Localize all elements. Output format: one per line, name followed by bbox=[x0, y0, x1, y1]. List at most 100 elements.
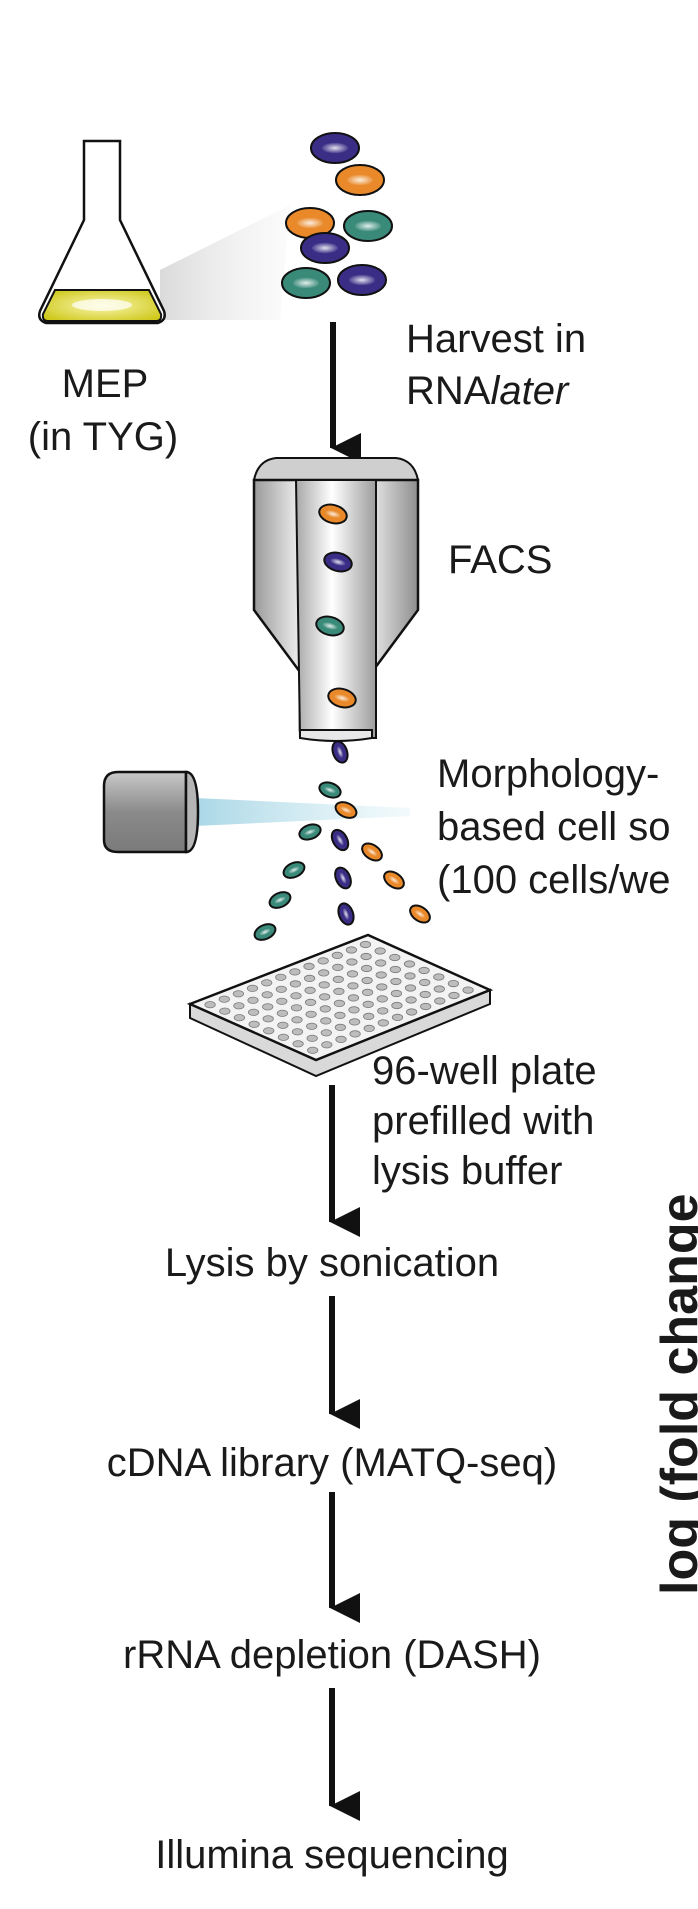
plate-well bbox=[374, 947, 386, 955]
camera bbox=[102, 770, 200, 854]
funnel-top-ring bbox=[252, 457, 420, 481]
plate-well bbox=[363, 1012, 375, 1021]
plate-well bbox=[204, 1001, 216, 1009]
sorting-label-line2: based cell so bbox=[437, 805, 670, 849]
sorting-label-line3: (100 cells/we bbox=[437, 858, 670, 902]
cluster-cell-teal bbox=[343, 210, 393, 242]
plate-well bbox=[348, 1018, 361, 1026]
plate-well bbox=[262, 1003, 274, 1011]
stream-cell-teal-highlight bbox=[274, 896, 286, 904]
stream-cell-teal-highlight bbox=[304, 828, 316, 836]
plate-well bbox=[347, 982, 359, 990]
cluster-cell-orange-highlight bbox=[346, 174, 374, 186]
plate-well bbox=[319, 993, 331, 1001]
plate-label-line1: 96-well plate bbox=[372, 1049, 597, 1093]
plate-well bbox=[332, 975, 344, 984]
plate-well bbox=[389, 965, 401, 974]
plate-well bbox=[263, 1027, 275, 1035]
plate-well bbox=[332, 963, 344, 972]
stream-cell-orange bbox=[383, 870, 405, 890]
plate-well bbox=[376, 983, 388, 991]
plate-well bbox=[218, 995, 230, 1003]
stream-cell-teal bbox=[268, 891, 292, 909]
funnel-cell-orange bbox=[327, 687, 357, 709]
plate-well bbox=[261, 979, 273, 987]
cluster-cell-purple bbox=[310, 132, 360, 164]
plate-wells bbox=[204, 940, 474, 1054]
stream-cell-purple-highlight bbox=[342, 908, 350, 920]
plate-well bbox=[359, 940, 372, 949]
plate-well bbox=[363, 1024, 375, 1033]
plate-well bbox=[232, 990, 244, 998]
plate-well bbox=[419, 978, 431, 987]
culture-label-line1: MEP bbox=[62, 362, 149, 406]
culture-label-line2: (in TYG) bbox=[28, 415, 178, 459]
funnel-cell-teal-highlight bbox=[322, 622, 338, 630]
plate-well bbox=[261, 991, 273, 999]
plate-well bbox=[291, 1028, 304, 1036]
harvest-label-line2: RNAlater bbox=[406, 369, 570, 413]
plate-well bbox=[335, 1035, 347, 1044]
stream-cell-orange bbox=[409, 904, 431, 924]
stream-cell-orange-highlight bbox=[414, 909, 426, 919]
stream-cell-teal bbox=[282, 861, 306, 879]
step-lysis: Lysis by sonication bbox=[165, 1241, 499, 1285]
plate-well bbox=[303, 962, 315, 971]
stream-cell-purple bbox=[331, 740, 349, 764]
funnel-cell-orange bbox=[318, 503, 348, 525]
plate-well bbox=[362, 1000, 374, 1009]
stream-cell-purple-highlight bbox=[339, 872, 347, 884]
funnel-inner-channel bbox=[294, 479, 377, 739]
plate-well bbox=[447, 979, 459, 988]
plate-well bbox=[419, 990, 431, 999]
harvested-cell-cluster bbox=[281, 132, 393, 299]
camera-body bbox=[102, 770, 188, 854]
plate-well bbox=[277, 1033, 289, 1041]
plate-well bbox=[349, 1030, 361, 1038]
plate-well bbox=[403, 960, 416, 968]
sorting-label-line1: Morphology- bbox=[437, 752, 659, 796]
plate-well bbox=[433, 973, 445, 981]
plate-well bbox=[331, 951, 343, 960]
funnel-cell-purple bbox=[323, 551, 353, 573]
cluster-cell-purple-highlight bbox=[321, 142, 349, 154]
plate-well bbox=[317, 957, 329, 965]
plate-well bbox=[333, 987, 345, 996]
funnel-cell-teal bbox=[315, 615, 345, 637]
plate-well bbox=[345, 946, 357, 954]
plate-well bbox=[390, 977, 402, 986]
plate-well bbox=[289, 968, 301, 976]
plate-well bbox=[404, 972, 416, 980]
funnel-cell-orange-highlight bbox=[334, 694, 350, 702]
plate-well bbox=[292, 1040, 304, 1048]
plate-well bbox=[346, 958, 358, 966]
plate-well bbox=[307, 1046, 319, 1054]
plate-well bbox=[347, 994, 360, 1002]
funnel-nozzle-tip bbox=[299, 729, 373, 742]
plate-well bbox=[434, 997, 446, 1005]
plate-well bbox=[433, 985, 445, 993]
step-cdna: cDNA library (MATQ-seq) bbox=[107, 1441, 557, 1485]
harvest-label-line1: Harvest in bbox=[406, 317, 586, 361]
plate-well bbox=[377, 1007, 389, 1015]
step-rrna: rRNA depletion (DASH) bbox=[123, 1633, 541, 1677]
plate-well bbox=[305, 1010, 317, 1018]
plate-well bbox=[248, 1008, 260, 1016]
stream-cell-purple bbox=[334, 866, 352, 890]
plate-well bbox=[375, 971, 387, 979]
stream-cell-teal-highlight bbox=[288, 866, 300, 874]
stream-cell-purple bbox=[337, 902, 355, 926]
flask-body bbox=[38, 139, 166, 325]
cluster-cell-orange-highlight bbox=[296, 217, 324, 229]
plate-well bbox=[348, 1006, 360, 1014]
plate-well bbox=[233, 1002, 245, 1010]
flask-shadow bbox=[160, 205, 290, 320]
plate-well bbox=[276, 997, 288, 1005]
plate-well bbox=[346, 970, 359, 978]
stream-cell-purple bbox=[330, 828, 350, 852]
stream-cell-orange-highlight bbox=[388, 875, 400, 885]
stream-cell-teal-highlight bbox=[324, 786, 336, 794]
plate-well bbox=[376, 995, 388, 1003]
flask-meniscus-highlight bbox=[72, 299, 132, 311]
